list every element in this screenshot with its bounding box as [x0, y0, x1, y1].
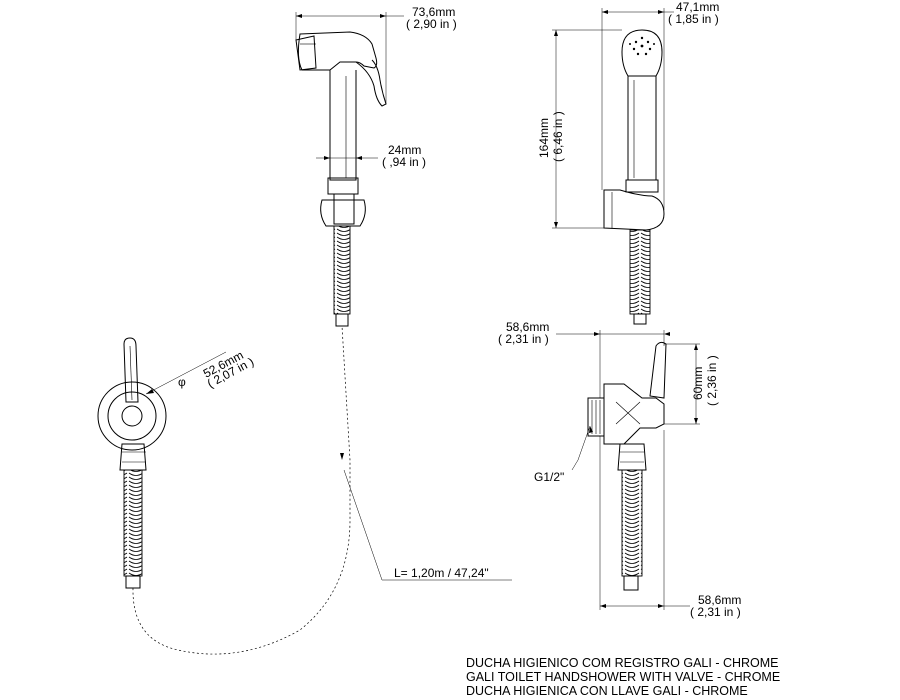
front-collar: [625, 179, 659, 193]
valve-depth-top-mm: 58,6mm: [506, 320, 549, 334]
valve-depth-bottom-in: ( 2,31 in ): [690, 605, 741, 619]
holder-neck: [333, 193, 355, 225]
front-wall-holder: [603, 189, 665, 231]
valve-hub: [121, 405, 143, 427]
title-line-en: GALI TOILET HANDSHOWER WITH VALVE - CHRO…: [466, 670, 780, 684]
hose-left: [123, 469, 143, 577]
dim-diameter-line: [145, 351, 227, 395]
front-spray-head: [621, 29, 663, 77]
spray-head-nozzle: [295, 35, 317, 71]
handle-diameter-mm: 24mm: [388, 143, 421, 157]
valve-lever: [123, 337, 139, 403]
hose-dashed-path: [132, 325, 351, 655]
hose-front-upper-end: [633, 313, 647, 325]
valve-thread-boss: [587, 397, 605, 437]
valve-nut: [119, 443, 147, 471]
handshower-side-view: [295, 12, 404, 327]
spray-length-mm: 73,6mm: [412, 5, 455, 19]
spray-holes: [629, 36, 655, 56]
valve-side-lever: [649, 341, 667, 399]
dim-24-arrow-right: [356, 156, 362, 160]
thread-label: G1/2": [534, 470, 564, 484]
spray-length-in: ( 2,90 in ): [406, 17, 457, 31]
hose-length-label: L= 1,20m / 47,24": [394, 566, 489, 580]
hose-left-end: [125, 575, 141, 589]
hose-front-upper: [629, 229, 651, 315]
valve-side-view: [556, 330, 700, 610]
spray-width-in: ( 1,85 in ): [668, 12, 719, 26]
hose-right-lower-end: [623, 575, 639, 591]
valve-lever-line: [129, 345, 133, 401]
handle-body: [329, 70, 357, 181]
hose-right-lower: [621, 469, 643, 577]
title-line-pt: DUCHA HIGIENICO COM REGISTRO GALI - CHRO…: [466, 656, 779, 670]
wall-holder: [320, 199, 366, 227]
spray-width-mm: 47,1mm: [676, 0, 719, 14]
valve-front-view: [97, 337, 227, 589]
title-line-es: DUCHA HIGIENICA CON LLAVE GALI - CHROME: [466, 684, 748, 698]
spray-height-in: ( 6,46 in ): [551, 111, 565, 162]
dim-24-arrow-left: [324, 156, 330, 160]
valve-height-mm: 60mm: [691, 367, 705, 400]
hose-length-curve: [132, 325, 512, 655]
thread-leader: [571, 425, 591, 471]
spray-head-outline: [297, 31, 378, 71]
handshower-front-view: [552, 8, 674, 325]
handle-diameter-in: ( ,94 in ): [382, 155, 426, 169]
spray-height-mm: 164mm: [537, 118, 551, 158]
dim-73-arrow-left: [296, 14, 302, 18]
hose-length-leader: [343, 469, 512, 581]
hose-length-arrow: [340, 453, 344, 460]
front-handle: [627, 76, 657, 181]
trigger-lever: [355, 59, 387, 107]
hose-upper-end: [335, 313, 349, 327]
valve-side-nut: [617, 443, 647, 471]
diameter-symbol: φ: [178, 375, 186, 389]
valve-height-in: ( 2,36 in ): [705, 355, 719, 406]
valve-outer-flange: [97, 381, 167, 451]
dim-73-arrow-right: [380, 14, 386, 18]
valve-depth-top-in: ( 2,31 in ): [498, 332, 549, 346]
hose-upper: [333, 225, 351, 315]
valve-body-side: [603, 383, 665, 445]
valve-depth-bottom-mm: 58,6mm: [698, 593, 741, 607]
